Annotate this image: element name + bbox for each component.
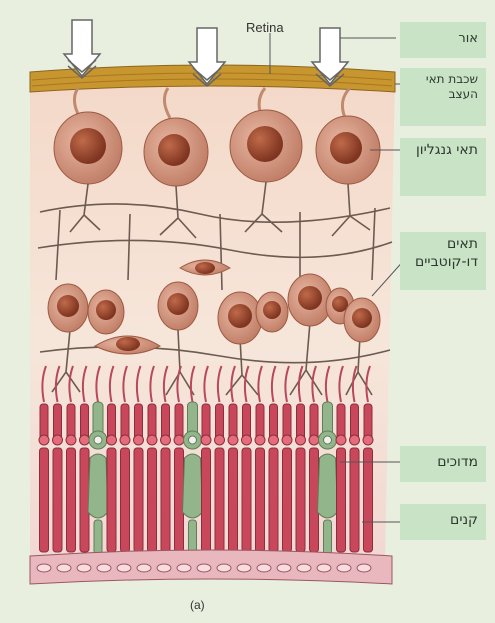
bipolar-cell — [218, 292, 262, 344]
rod-outer-segment — [40, 448, 49, 552]
rod-outer-segment — [67, 448, 76, 552]
rod-nucleus — [80, 435, 90, 445]
cone-tip — [324, 520, 332, 554]
label-ganglion-cells: תאי גנגליון — [400, 138, 486, 196]
rod-outer-segment — [269, 448, 278, 552]
rod-nucleus — [255, 435, 265, 445]
rod-nucleus — [215, 435, 225, 445]
rod-nucleus — [161, 435, 171, 445]
cone-nucleus — [189, 436, 197, 444]
pigment-epithelium — [30, 550, 392, 584]
epithelium-cell — [57, 564, 71, 572]
rod-outer-segment — [364, 448, 373, 552]
epithelium-cell — [257, 564, 271, 572]
epithelium-cell — [197, 564, 211, 572]
rod-nucleus — [147, 435, 157, 445]
rod-nucleus — [282, 435, 292, 445]
label-bipolar-cells-text: תאים דו-קוטביים — [415, 236, 478, 270]
rod-nucleus — [309, 435, 319, 445]
rod-outer-segment — [161, 448, 170, 552]
label-rods: קנים — [400, 504, 486, 540]
rod-nucleus — [296, 435, 306, 445]
figure-caption: (a) — [190, 598, 205, 612]
bipolar-cell — [288, 274, 332, 326]
bipolar-cell — [256, 292, 288, 332]
epithelium-cell — [117, 564, 131, 572]
epithelium-cell — [337, 564, 351, 572]
rod-nucleus — [134, 435, 144, 445]
label-cones: מדוכים — [400, 446, 486, 482]
label-bipolar-cells: תאים דו-קוטביים — [400, 232, 486, 290]
ganglion-cell — [54, 112, 122, 184]
epithelium-cell — [237, 564, 251, 572]
rod-outer-segment — [229, 448, 238, 552]
rod-nucleus — [363, 435, 373, 445]
rod-nucleus — [201, 435, 211, 445]
rod-nucleus — [39, 435, 49, 445]
cone-nucleus — [324, 436, 332, 444]
rod-nucleus — [174, 435, 184, 445]
rod-outer-segment — [80, 448, 89, 552]
rod-nucleus — [53, 435, 63, 445]
rod-nucleus — [242, 435, 252, 445]
rod-outer-segment — [202, 448, 211, 552]
rod-outer-segment — [296, 448, 305, 552]
epithelium-cell — [277, 564, 291, 572]
rod-nucleus — [107, 435, 117, 445]
epithelium-cell — [37, 564, 51, 572]
cone-outer-segment — [88, 454, 108, 518]
label-ganglion-cells-text: תאי גנגליון — [416, 142, 478, 158]
label-light-text: אור — [458, 31, 478, 46]
epithelium-cell — [317, 564, 331, 572]
cone-tip — [189, 520, 197, 554]
rod-nucleus — [350, 435, 360, 445]
rod-outer-segment — [53, 448, 62, 552]
rod-outer-segment — [350, 448, 359, 552]
epithelium-cell — [157, 564, 171, 572]
label-nerve-fiber-layer: שכבת תאי העצב — [400, 68, 486, 126]
cone-outer-segment — [318, 454, 338, 518]
bipolar-cell — [48, 284, 88, 332]
label-nerve-fiber-layer-text: שכבת תאי העצב — [426, 72, 478, 101]
rod-outer-segment — [175, 448, 184, 552]
epithelium-cell — [297, 564, 311, 572]
cone-outer-segment — [183, 454, 203, 518]
label-light: אור — [400, 22, 486, 58]
rod-nucleus — [269, 435, 279, 445]
epithelium-cell — [137, 564, 151, 572]
rod-outer-segment — [256, 448, 265, 552]
epithelium-cell — [97, 564, 111, 572]
epithelium-cell — [177, 564, 191, 572]
rod-outer-segment — [310, 448, 319, 552]
rod-outer-segment — [215, 448, 224, 552]
rod-nucleus — [336, 435, 346, 445]
epithelium-cell — [217, 564, 231, 572]
rod-nucleus — [228, 435, 238, 445]
label-rods-text: קנים — [450, 512, 478, 528]
bipolar-cell — [344, 298, 380, 342]
rod-nucleus — [66, 435, 76, 445]
rod-outer-segment — [283, 448, 292, 552]
rod-outer-segment — [134, 448, 143, 552]
ganglion-cell — [230, 110, 302, 182]
cone-nucleus — [94, 436, 102, 444]
epithelium-cell — [77, 564, 91, 572]
ganglion-cell — [144, 118, 208, 186]
rod-nucleus — [120, 435, 130, 445]
bipolar-cell — [88, 290, 124, 334]
epithelium-cell — [357, 564, 371, 572]
rod-outer-segment — [121, 448, 130, 552]
rod-outer-segment — [148, 448, 157, 552]
rod-outer-segment — [242, 448, 251, 552]
diagram-title: Retina — [246, 20, 284, 35]
rod-outer-segment — [337, 448, 346, 552]
bipolar-cell — [158, 282, 198, 330]
rod-outer-segment — [107, 448, 116, 552]
label-cones-text: מדוכים — [437, 454, 478, 470]
cone-tip — [94, 520, 102, 554]
